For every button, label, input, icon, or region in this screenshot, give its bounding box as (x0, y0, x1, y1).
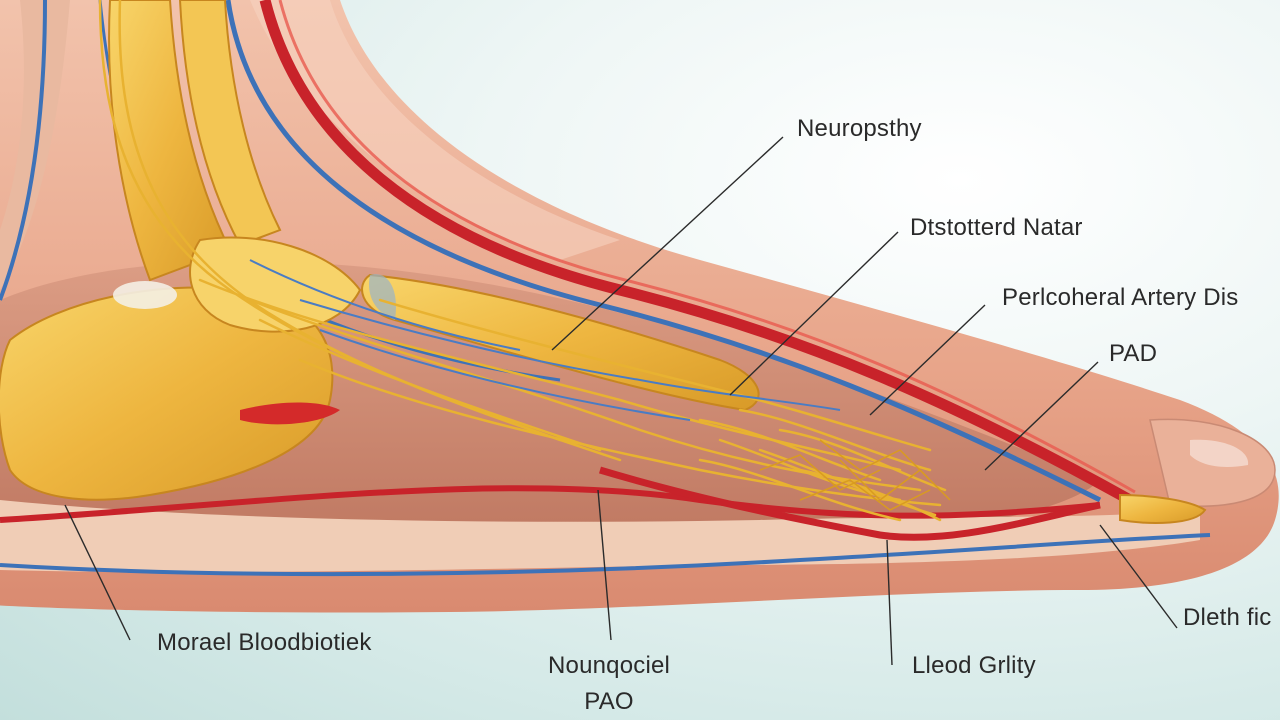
sole-line-red (0, 485, 1101, 523)
dorsal-artery (259, 0, 1133, 505)
dorsal-artery-inner (278, 0, 1136, 494)
fibula (178, 0, 282, 247)
veins-foot (249, 259, 841, 421)
nerve-branches (759, 439, 951, 511)
label-diethic: Dleth fic (1183, 604, 1272, 631)
label-neuropathy: Neuropsthy (797, 115, 922, 142)
label-peripheral-artery: Perlcoheral Artery Dis (1002, 284, 1239, 311)
nerve-fibers (98, 0, 947, 522)
sole-line-blue (0, 533, 1211, 577)
leg-vein-left (0, 0, 47, 301)
label-noun: Nounqociel PAO (548, 652, 671, 716)
leader-lines (64, 136, 1178, 666)
toenail (1190, 439, 1249, 467)
label-pad: PAD (1109, 340, 1158, 367)
joint-cartilage (113, 281, 177, 309)
leg-skin-highlight (250, 0, 620, 260)
label-distorted-nature: Dtstotterd Natar (910, 214, 1083, 241)
plantar-artery (598, 466, 1101, 541)
label-noun-line2: PAO (584, 688, 634, 716)
heel-bone (0, 286, 334, 501)
plantar-artery-blob (240, 402, 340, 425)
label-lead-gravity: Lleod Grlity (912, 652, 1036, 679)
metatarsal-end (369, 274, 396, 320)
phalanx (1119, 493, 1207, 524)
label-noun-line1: Nounqociel (548, 652, 671, 679)
label-modal-blood: Morael Bloodbiotiek (157, 629, 372, 656)
